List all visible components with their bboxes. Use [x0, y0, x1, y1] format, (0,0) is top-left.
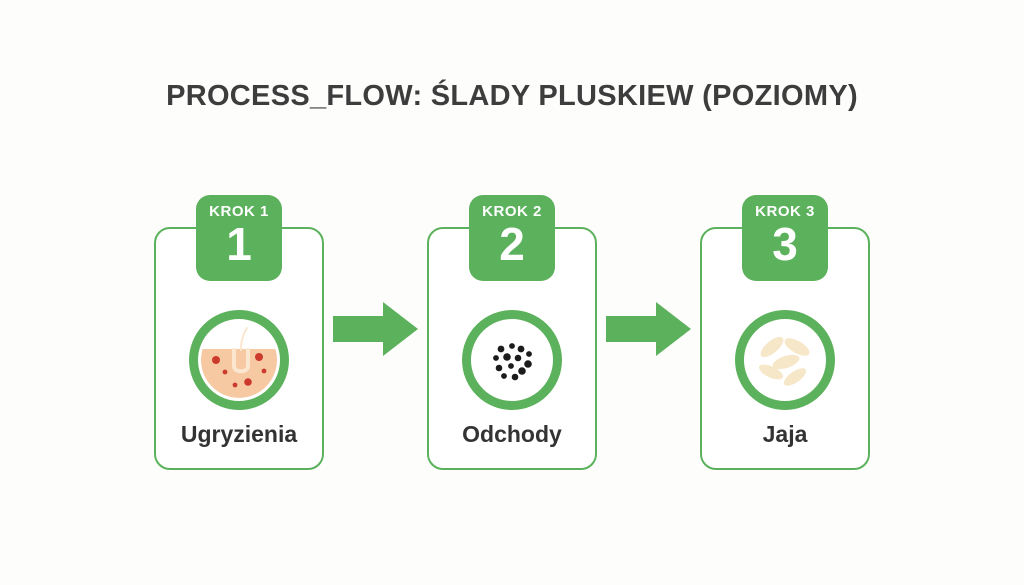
step-3-badge-label: KROK 3 — [755, 203, 815, 220]
step-2-badge: KROK 2 2 — [469, 195, 555, 281]
step-3-badge: KROK 3 3 — [742, 195, 828, 281]
bite-icon — [189, 310, 289, 410]
process-flow: KROK 1 1 Ugryzienia — [0, 195, 1024, 470]
arrow-right-icon — [324, 301, 427, 357]
step-3-caption: Jaja — [762, 421, 808, 447]
step-1-caption: Ugryzienia — [180, 421, 298, 447]
step-2-badge-label: KROK 2 — [482, 203, 542, 220]
step-1-badge-label: KROK 1 — [209, 203, 269, 220]
droppings-icon — [462, 310, 562, 410]
step-2-caption: Odchody — [462, 421, 562, 447]
step-3-number: 3 — [772, 218, 798, 270]
step-card-3: KROK 3 3 Jaja — [700, 195, 870, 470]
eggs-icon — [735, 310, 835, 410]
step-1-number: 1 — [226, 218, 252, 270]
step-card-2: KROK 2 2 — [427, 195, 597, 470]
step-card-1: KROK 1 1 Ugryzienia — [154, 195, 324, 470]
step-2-number: 2 — [499, 218, 525, 270]
step-2-card-body: Odchody — [427, 227, 597, 470]
step-1-card-body: Ugryzienia — [154, 227, 324, 470]
arrow-right-icon — [597, 301, 700, 357]
page-title: PROCESS_FLOW: ŚLADY PLUSKIEW (POZIOMY) — [166, 80, 858, 112]
step-1-badge: KROK 1 1 — [196, 195, 282, 281]
